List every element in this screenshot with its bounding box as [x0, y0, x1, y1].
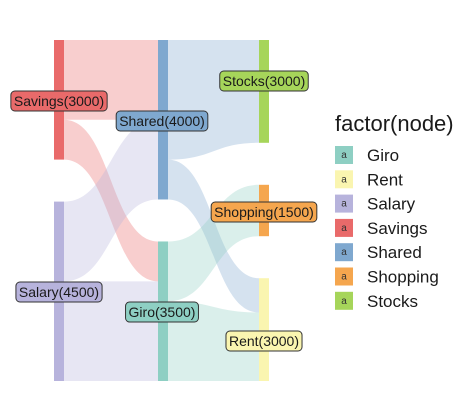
legend-label: Giro [367, 146, 399, 165]
labels-layer: Savings(3000) Salary(4500) Shared(4000) Gir… [10, 70, 318, 352]
legend-key [335, 194, 353, 213]
legend-label: Savings [367, 219, 427, 238]
legend-key-glyph: a [341, 296, 347, 307]
node-label-text: Giro(3500) [129, 304, 196, 320]
legend-label: Rent [367, 170, 403, 189]
legend-entry-rent: a Rent [335, 170, 403, 189]
node-label-giro: Giro(3500) [125, 301, 199, 323]
legend-entry-salary: a Salary [335, 194, 416, 214]
flow-shared-stocks [168, 40, 259, 160]
legend-key-glyph: a [341, 199, 347, 210]
node-label-text: Savings(3000) [14, 93, 104, 109]
node-label-stocks: Stocks(3000) [219, 70, 309, 92]
legend-label: Salary [367, 195, 416, 214]
node-label-shared: Shared(4000) [115, 110, 209, 132]
legend-key-glyph: a [341, 150, 347, 161]
node-label-salary: Salary(4500) [15, 281, 103, 303]
legend-entry-stocks: a Stocks [335, 291, 418, 311]
flow-shared-rent [168, 159, 259, 313]
node-label-text: Salary(4500) [19, 284, 99, 300]
legend-entry-shopping: a Shopping [335, 267, 439, 287]
legend-label: Stocks [367, 292, 418, 311]
legend-key-glyph: a [341, 174, 347, 185]
node-label-rent: Rent(3000) [225, 330, 303, 352]
node-label-box [219, 70, 309, 92]
node-label-box [125, 301, 199, 323]
legend-key-glyph: a [341, 272, 347, 283]
legend-key [335, 218, 353, 237]
flow-salary-shared [64, 119, 158, 282]
legend-key-glyph: a [341, 247, 347, 258]
node-label-box [10, 90, 108, 112]
legend-key [335, 267, 353, 286]
legend-key [335, 291, 353, 310]
legend-label: Shopping [367, 268, 439, 287]
flow-savings-giro [64, 119, 158, 282]
legend-key [335, 170, 353, 189]
legend-entry-savings: a Savings [335, 218, 427, 238]
legend-key [335, 243, 353, 262]
node-label-text: Shopping(1500) [214, 204, 314, 220]
node-bar-rent [259, 278, 269, 381]
legend-key [335, 146, 353, 164]
legend-title: factor(node) [335, 111, 454, 136]
node-label-box [225, 330, 303, 352]
node-label-text: Rent(3000) [229, 333, 299, 349]
node-label-box [115, 110, 209, 132]
node-label-text: Shared(4000) [119, 113, 205, 129]
node-label-savings: Savings(3000) [10, 90, 108, 112]
node-label-box [210, 201, 318, 223]
legend-key-glyph: a [341, 223, 347, 234]
legend-entry-giro: a Giro [335, 146, 399, 165]
node-label-text: Stocks(3000) [223, 73, 305, 89]
legend-label: Shared [367, 243, 422, 262]
node-label-box [15, 281, 103, 303]
node-label-shopping: Shopping(1500) [210, 201, 318, 223]
legend-entry-shared: a Shared [335, 243, 422, 262]
